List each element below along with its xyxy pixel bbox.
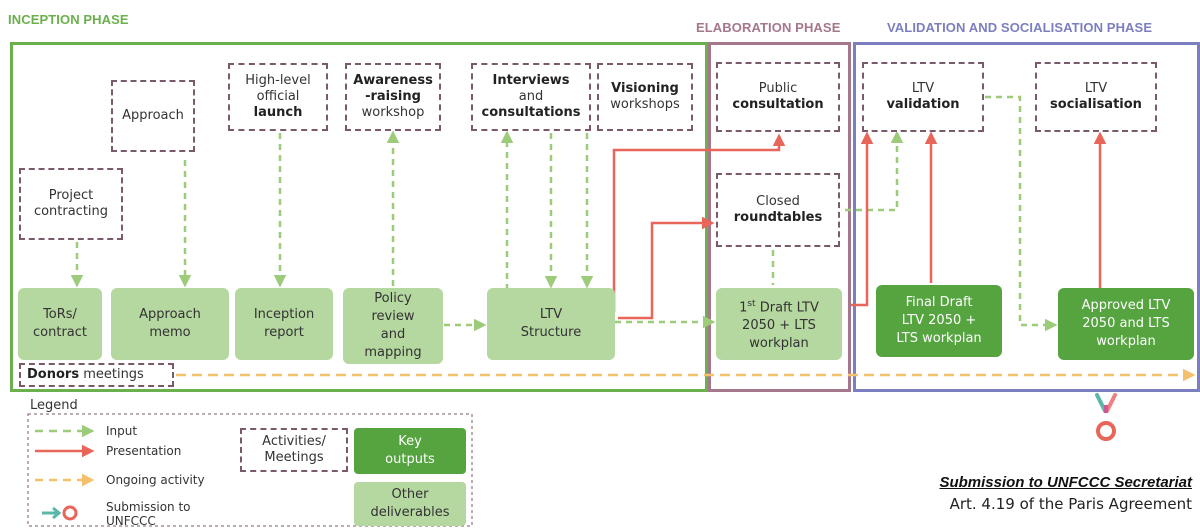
approach-label: Approach xyxy=(122,108,184,123)
tors-label-2: contract xyxy=(33,325,87,340)
legend-presentation-label: Presentation xyxy=(106,444,182,458)
legend-submission-label-1: Submission to xyxy=(106,500,191,514)
tors-contract-deliverable: ToRs/ contract xyxy=(18,288,102,360)
approved-label-3: workplan xyxy=(1096,334,1156,349)
legend-ongoing-label: Ongoing activity xyxy=(106,473,205,487)
legend-frame xyxy=(27,413,473,527)
public-consultation-activity: Public consultation xyxy=(716,62,840,132)
high-level-label-2: official xyxy=(256,89,300,104)
legend-input-label: Input xyxy=(106,424,138,438)
submission-title: Submission to UNFCCC Secretariat xyxy=(939,474,1192,491)
high-level-launch-activity: High-level official launch xyxy=(228,63,328,131)
interviews-label-1: Interviews xyxy=(492,73,570,88)
final-label-1: Final Draft xyxy=(905,295,973,310)
project-label-1: Project xyxy=(48,188,94,203)
ltv-validation-label-1: LTV xyxy=(911,81,935,96)
policy-review-deliverable: Policy review and mapping xyxy=(343,288,443,364)
visioning-label-1: Visioning xyxy=(611,81,679,96)
closed-roundtables-activity: Closed roundtables xyxy=(716,173,840,247)
donors-meetings-activity: Donors meetings xyxy=(19,363,174,387)
interviews-consultations-activity: Interviews and consultations xyxy=(471,63,591,131)
legend-key-label-2: outputs xyxy=(385,452,435,467)
inception-phase-title: INCEPTION PHASE xyxy=(8,12,129,27)
donors-label-rest: meetings xyxy=(79,367,144,382)
visioning-label-2: workshops xyxy=(610,97,680,112)
validation-phase-frame xyxy=(853,42,1200,392)
ltv-validation-activity: LTV validation xyxy=(862,62,984,132)
project-contracting-activity: Project contracting xyxy=(19,168,123,240)
closed-label-1: Closed xyxy=(756,194,800,209)
closed-label-2: roundtables xyxy=(733,210,823,225)
high-level-label-3: launch xyxy=(253,105,303,120)
legend-activities-label-1: Activities/ xyxy=(262,434,326,449)
input-arrow-closed-validation xyxy=(845,130,904,212)
legend-submission-icon xyxy=(42,505,78,521)
legend-other-label-1: Other xyxy=(391,487,429,502)
memo-label-2: memo xyxy=(149,325,191,340)
visioning-workshops-activity: Visioning workshops xyxy=(597,63,693,131)
policy-label-3: and xyxy=(380,327,406,342)
presentation-arrow-public xyxy=(612,133,786,312)
ltv-socialisation-activity: LTV socialisation xyxy=(1035,62,1157,132)
public-label-1: Public xyxy=(758,81,798,96)
final-draft-key-output: Final Draft LTV 2050 + LTS workplan xyxy=(876,285,1002,357)
legend-other-label-2: deliverables xyxy=(370,505,450,520)
final-label-3: LTS workplan xyxy=(896,331,982,346)
interviews-label-2: and xyxy=(518,89,544,104)
draft-label-2: 2050 + LTS xyxy=(742,318,816,334)
approved-label-2: 2050 and LTS xyxy=(1082,316,1170,331)
policy-label-2: review xyxy=(371,309,415,324)
donors-label-bold: Donors xyxy=(27,367,80,382)
project-label-2: contracting xyxy=(33,204,109,219)
legend-title: Legend xyxy=(30,398,78,413)
awareness-label-1: Awareness xyxy=(353,73,433,88)
legend-key-label-1: Key xyxy=(398,434,422,449)
legend-key-outputs-box: Key outputs xyxy=(354,428,466,474)
approach-memo-deliverable: Approach memo xyxy=(111,288,229,360)
inception-report-deliverable: Inception report xyxy=(235,288,333,360)
ltv-socialisation-label-1: LTV xyxy=(1084,81,1108,96)
interviews-label-3: consultations xyxy=(481,105,581,120)
inception-label-1: Inception xyxy=(253,307,315,322)
policy-label-4: mapping xyxy=(364,345,422,360)
validation-phase-title: VALIDATION AND SOCIALISATION PHASE xyxy=(887,20,1153,35)
awareness-label-2: -raising xyxy=(365,89,421,104)
tors-label-1: ToRs/ xyxy=(43,307,77,322)
ltv-validation-label-2: validation xyxy=(886,97,960,112)
inception-label-2: report xyxy=(264,325,304,340)
structure-label-2: Structure xyxy=(520,325,582,340)
first-draft-deliverable: 1st Draft LTV 2050 + LTS workplan xyxy=(716,288,842,360)
approach-activity: Approach xyxy=(111,80,195,152)
public-label-2: consultation xyxy=(732,97,824,112)
draft-number: 1 xyxy=(739,300,748,316)
legend-submission-label: Submission to UNFCCC xyxy=(106,500,191,528)
legend-other-deliverables-box: Other deliverables xyxy=(354,482,466,526)
presentation-arrow-draft-validation xyxy=(851,131,874,307)
input-arrow-validation-approved xyxy=(985,95,1058,332)
approved-ltv-key-output: Approved LTV 2050 and LTS workplan xyxy=(1058,288,1194,360)
submission-subtitle: Art. 4.19 of the Paris Agreement xyxy=(949,495,1192,513)
awareness-label-3: workshop xyxy=(361,105,425,120)
unfccc-submission-icon xyxy=(1095,393,1117,441)
approved-label-1: Approved LTV xyxy=(1081,298,1171,313)
final-label-2: LTV 2050 + xyxy=(901,313,977,328)
ltv-socialisation-label-2: socialisation xyxy=(1050,97,1142,112)
high-level-label-1: High-level xyxy=(245,73,311,88)
structure-label-1: LTV xyxy=(539,307,563,322)
legend-activities-label-2: Meetings xyxy=(264,450,324,465)
legend-activities-box: Activities/ Meetings xyxy=(240,428,348,472)
draft-label-1b: Draft LTV xyxy=(755,300,819,316)
ltv-structure-deliverable: LTV Structure xyxy=(487,288,615,360)
memo-label-1: Approach xyxy=(139,307,201,322)
legend-submission-label-2: UNFCCC xyxy=(106,514,156,528)
policy-label-1: Policy xyxy=(374,291,412,306)
draft-label-1: 1st Draft LTV xyxy=(739,295,819,317)
awareness-workshop-activity: Awareness -raising workshop xyxy=(345,63,441,131)
elaboration-phase-title: ELABORATION PHASE xyxy=(696,20,841,35)
draft-superscript: st xyxy=(747,298,756,309)
presentation-arrow-closed xyxy=(618,216,715,320)
draft-label-3: workplan xyxy=(749,336,809,352)
